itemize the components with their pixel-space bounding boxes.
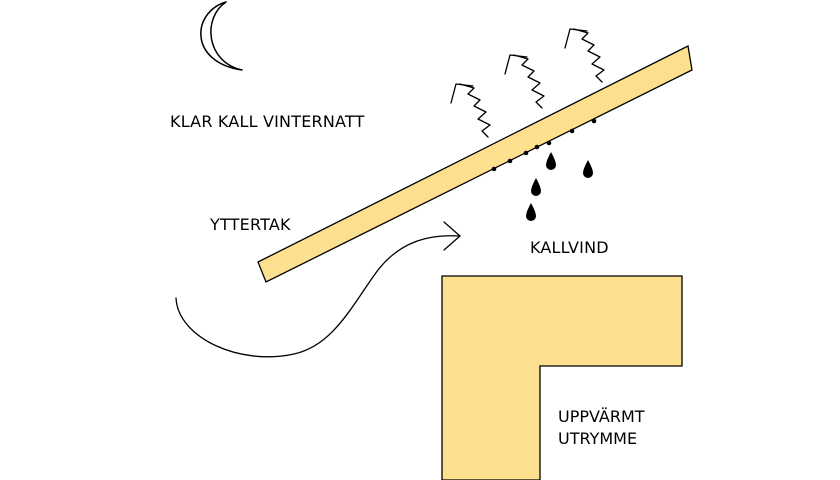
- heated-space-label: UPPVÄRMT UTRYMME: [558, 406, 645, 450]
- cold-attic-label: KALLVIND: [530, 238, 609, 257]
- heated-space-label-line1: UPPVÄRMT: [558, 407, 645, 426]
- heat-radiation-arrow-icon: [564, 28, 605, 83]
- outer-roof-board: [257, 45, 693, 283]
- heat-radiation-arrow-icon: [504, 54, 545, 109]
- condensation-dots: [491, 118, 597, 172]
- air-flow-arrow-icon: [175, 221, 461, 358]
- water-drop-icon: [526, 152, 593, 221]
- heated-space-structure: [441, 275, 683, 480]
- outer-roof-label: YTTERTAK: [210, 215, 291, 234]
- heated-space-label-line2: UTRYMME: [558, 429, 638, 448]
- heat-radiation-arrow-icon: [450, 83, 491, 138]
- moon-icon: [200, 1, 243, 71]
- night-label: KLAR KALL VINTERNATT: [170, 112, 365, 131]
